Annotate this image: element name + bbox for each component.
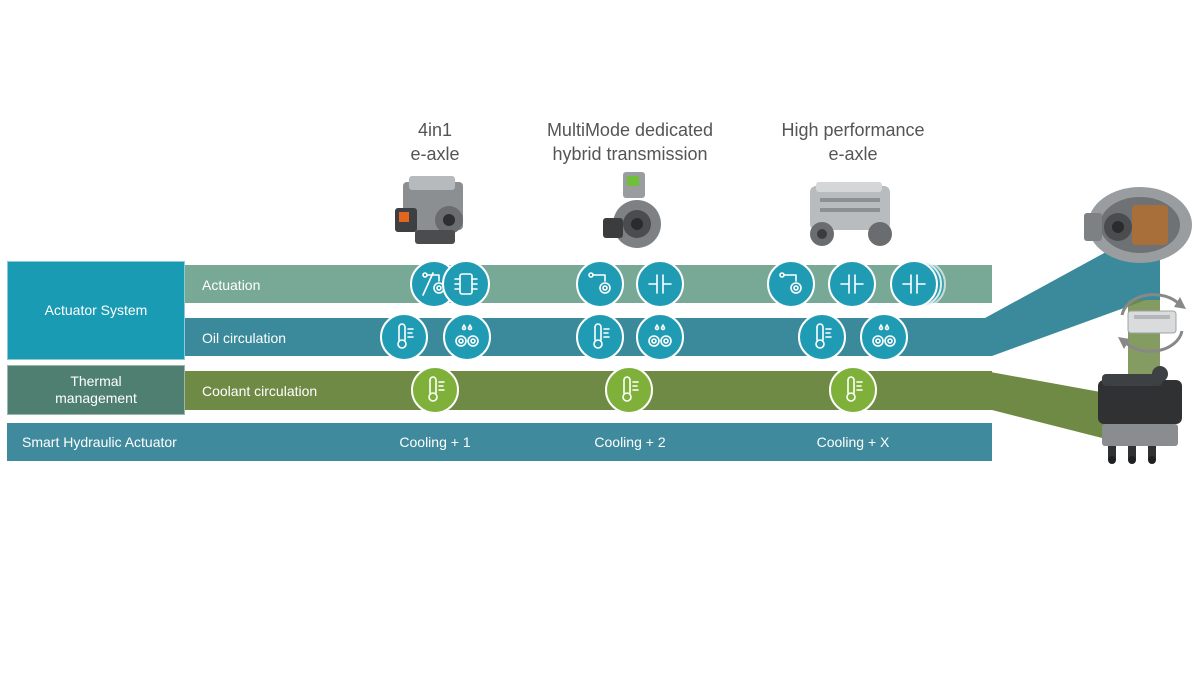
column-title-line2: e-axle [828, 144, 878, 164]
thermal-management-label-line2: management [55, 390, 137, 406]
control-unit-rotation-image [1118, 293, 1186, 353]
electric-motor-image [1084, 187, 1192, 263]
actuator-system-label: Actuator System [44, 302, 148, 318]
cooling-label-1: Cooling + 1 [399, 434, 471, 450]
thermometer-icon [576, 313, 624, 361]
high-performance-e-axle-image [810, 182, 892, 246]
oil-pump-gear-icon [443, 313, 491, 361]
thermometer-icon [798, 313, 846, 361]
thermometer-icon [605, 366, 653, 414]
thermal-management-box: Thermal management [7, 365, 185, 415]
actuation-label: Actuation [202, 277, 261, 293]
clutch-icon [890, 260, 938, 308]
thermal-management-label-line1: Thermal [70, 373, 122, 389]
clutch-icon [636, 260, 684, 308]
4in1-e-axle-image [395, 176, 463, 244]
smart-hydraulic-actuator-image [1098, 366, 1182, 464]
smart-hydraulic-actuator-band [7, 423, 992, 461]
actuator-gear-icon [576, 260, 624, 308]
column-title-line2: e-axle [410, 144, 460, 164]
column-title-multimode: MultiMode dedicated hybrid transmission [520, 118, 740, 166]
thermometer-icon [411, 366, 459, 414]
column-title-line1: MultiMode dedicated [546, 120, 714, 140]
column-title-4in1: 4in1 e-axle [325, 118, 545, 166]
smart-hydraulic-actuator-label: Smart Hydraulic Actuator [22, 434, 177, 450]
multimode-transmission-image [603, 172, 661, 248]
valve-block-icon [442, 260, 490, 308]
column-title-line2: hybrid transmission [552, 144, 708, 164]
actuator-gear-icon [767, 260, 815, 308]
oil-pump-gear-icon [636, 313, 684, 361]
column-title-line1: 4in1 [417, 120, 453, 140]
actuator-system-box: Actuator System [7, 261, 185, 360]
thermometer-icon [829, 366, 877, 414]
coolant-circulation-label: Coolant circulation [202, 383, 318, 399]
oil-band-extension [985, 240, 1160, 356]
thermometer-icon [380, 313, 428, 361]
cooling-label-2: Cooling + 2 [594, 434, 666, 450]
oil-circulation-label: Oil circulation [202, 330, 287, 346]
clutch-icon [828, 260, 876, 308]
column-title-line1: High performance [781, 120, 925, 140]
column-title-high-performance: High performance e-axle [743, 118, 963, 166]
cooling-label-x: Cooling + X [816, 434, 890, 450]
oil-pump-gear-icon [860, 313, 908, 361]
